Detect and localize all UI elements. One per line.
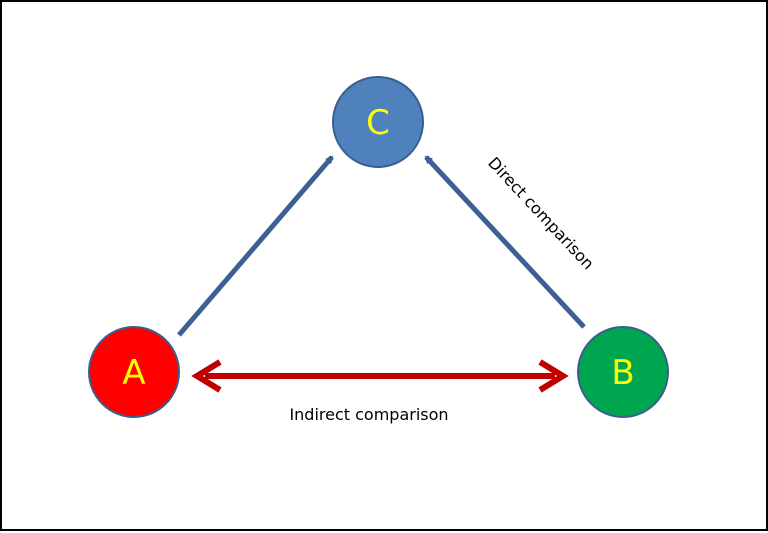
arrow-a-to-c xyxy=(177,155,334,337)
node-c-label: C xyxy=(366,103,390,143)
indirect-comparison-label: Indirect comparison xyxy=(289,405,448,424)
node-a: A xyxy=(88,326,180,418)
node-c: C xyxy=(332,76,424,168)
indirect-double-arrow xyxy=(191,359,569,393)
node-a-label: A xyxy=(122,353,145,393)
arrow-b-to-c xyxy=(424,155,586,329)
direct-comparison-label: Direct comparison xyxy=(484,153,598,273)
node-b: B xyxy=(577,326,669,418)
node-b-label: B xyxy=(611,353,634,393)
